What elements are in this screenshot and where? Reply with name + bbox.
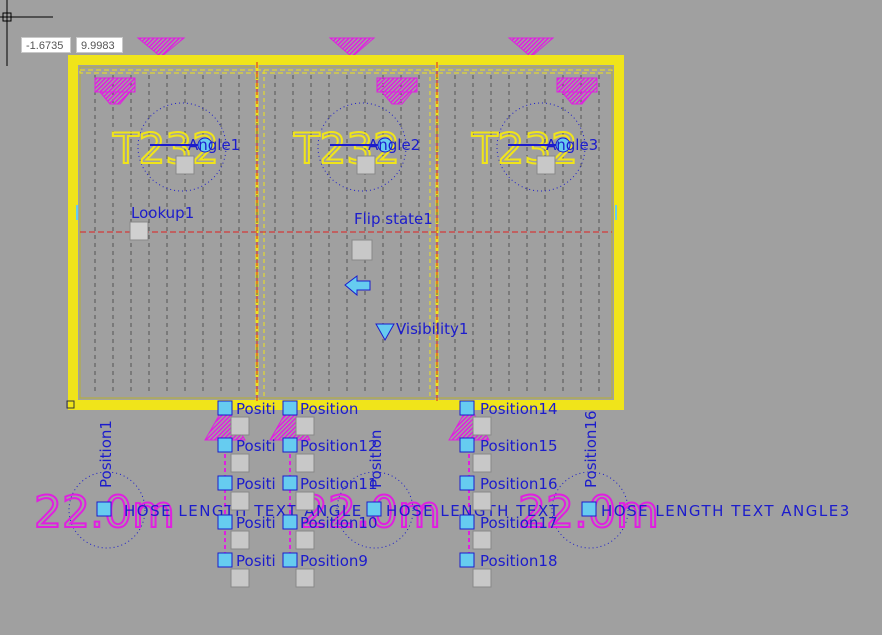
vertical-position-label-1: Position1: [97, 420, 115, 488]
position-label: Position15: [480, 437, 558, 455]
rotate-action-icons[interactable]: [175, 155, 556, 175]
position-grip[interactable]: [217, 552, 233, 568]
position-action-icon[interactable]: [230, 453, 250, 473]
position-label: Position17: [480, 514, 558, 532]
position-action-icon[interactable]: [295, 453, 315, 473]
coordinate-y-readout: 9.9983: [76, 37, 123, 53]
position-grip[interactable]: [282, 514, 298, 530]
crosshair-cursor-icon: [0, 0, 53, 66]
angle-parameters[interactable]: Angle1 Angle2 Angle3: [150, 136, 598, 154]
position-grip[interactable]: [459, 514, 475, 530]
lookup-table-icon[interactable]: [129, 221, 149, 241]
block-tags: T232 T232 T232: [111, 123, 579, 174]
position-grip[interactable]: [459, 475, 475, 491]
position-label: Position14: [480, 400, 558, 418]
position-label: Position9: [300, 552, 368, 570]
hatch-lines: [94, 75, 600, 395]
angle-grip-3[interactable]: [555, 137, 571, 153]
position-column-2: PositionPosition12Position11Position10Po…: [282, 400, 378, 588]
position-label: Position12: [300, 437, 378, 455]
position-grip[interactable]: [459, 552, 475, 568]
position-action-icon[interactable]: [472, 453, 492, 473]
visibility-grip-icon[interactable]: [375, 323, 395, 342]
hose-dashed-lines: [224, 440, 470, 560]
magenta-hatched-symbols: [94, 77, 598, 105]
position-label: Position: [300, 400, 358, 418]
position-label: Positi: [236, 475, 276, 493]
flip-arrow-grip[interactable]: [344, 275, 371, 297]
position-action-icon[interactable]: [472, 491, 492, 511]
angle-label-3: Angle3: [546, 136, 598, 154]
hose-length-text-2: HOSE LENGTH TEXT: [386, 502, 560, 520]
position-grip[interactable]: [217, 514, 233, 530]
position-action-icon[interactable]: [472, 568, 492, 588]
position-grip[interactable]: [217, 400, 233, 416]
position-action-icon[interactable]: [295, 491, 315, 511]
position-grip[interactable]: [459, 400, 475, 416]
position-grip[interactable]: [282, 437, 298, 453]
base-point-marker: [66, 400, 75, 409]
frame-inner-top: [79, 69, 613, 74]
flip-action-icon[interactable]: [351, 239, 373, 261]
position-label: Position10: [300, 514, 378, 532]
vertical-position-label-3: Position16: [582, 411, 600, 489]
position-grip[interactable]: [282, 552, 298, 568]
position-action-icon[interactable]: [230, 491, 250, 511]
flip-state-label: Flip state1: [354, 210, 433, 228]
position-grip[interactable]: [217, 437, 233, 453]
angle-grip-1[interactable]: [197, 137, 213, 153]
position-action-icon[interactable]: [295, 416, 315, 436]
angle-label-2: Angle2: [368, 136, 420, 154]
top-flip-arrows[interactable]: [136, 37, 555, 58]
dimension-grips[interactable]: [96, 501, 597, 517]
red-axis-lines: [80, 62, 612, 404]
position-action-icon[interactable]: [230, 530, 250, 550]
position-label: Position16: [480, 475, 558, 493]
angle-label-1: Angle1: [188, 136, 240, 154]
coordinate-x-readout: -1.6735: [21, 37, 71, 53]
rotation-circles: [68, 102, 629, 549]
visibility-label: Visibility1: [396, 320, 468, 338]
hose-length-text-3: HOSE LENGTH TEXT ANGLE3: [601, 502, 851, 520]
position-label: Positi: [236, 400, 276, 418]
position-action-icon[interactable]: [295, 568, 315, 588]
edge-markers: [76, 205, 617, 220]
position-action-icon[interactable]: [472, 416, 492, 436]
position-action-icon[interactable]: [230, 416, 250, 436]
angle-grip-2[interactable]: [377, 137, 393, 153]
position-grip[interactable]: [282, 475, 298, 491]
position-action-icon[interactable]: [472, 530, 492, 550]
position-action-icon[interactable]: [230, 568, 250, 588]
position-column-3: Position14Position15Position16Position17…: [459, 400, 558, 588]
position-label: Position11: [300, 475, 378, 493]
position-label: Position18: [480, 552, 558, 570]
position-grip[interactable]: [459, 437, 475, 453]
position-grip[interactable]: [217, 475, 233, 491]
lookup-label: Lookup1: [131, 204, 194, 222]
position-grip[interactable]: [282, 400, 298, 416]
vertical-position-label-2: Position: [367, 430, 385, 488]
position-label: Positi: [236, 437, 276, 455]
position-label: Positi: [236, 514, 276, 532]
position-label: Positi: [236, 552, 276, 570]
position-action-icon[interactable]: [295, 530, 315, 550]
